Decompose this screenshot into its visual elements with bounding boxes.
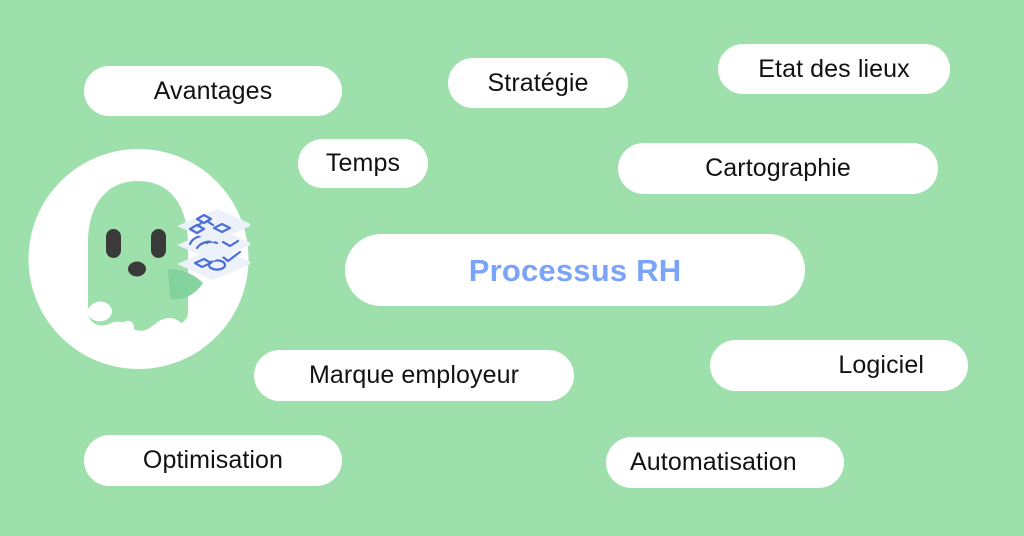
process-card-top [177, 209, 250, 242]
process-card-bottom [177, 247, 250, 280]
pill-label: Logiciel [838, 351, 924, 379]
pill-label: Marque employeur [308, 361, 520, 389]
pill-label: Automatisation [630, 448, 797, 476]
pill-label: Optimisation [142, 446, 284, 474]
pill-label: Temps [325, 149, 401, 177]
mascot-right-eye [151, 229, 166, 258]
pill-strategie[interactable]: Stratégie [448, 58, 628, 108]
pill-temps[interactable]: Temps [298, 139, 428, 188]
pill-cartographie[interactable]: Cartographie [618, 143, 938, 194]
pill-avantages[interactable]: Avantages [84, 66, 342, 116]
pill-optimisation[interactable]: Optimisation [84, 435, 342, 486]
pill-label: Cartographie [705, 154, 851, 182]
pill-processus-rh[interactable]: Processus RH [345, 234, 805, 306]
pill-automatisation[interactable]: Automatisation [606, 437, 844, 488]
pill-label: Avantages [153, 76, 273, 105]
mascot-left-eye [106, 229, 121, 258]
hero-label: Processus RH [468, 252, 682, 288]
pill-marque-employeur[interactable]: Marque employeur [254, 350, 574, 401]
mascot-body [88, 181, 188, 331]
mascot-blobs [87, 301, 184, 341]
pill-label: Stratégie [487, 68, 589, 97]
pill-etat-des-lieux[interactable]: Etat des lieux [718, 44, 950, 94]
mascot-arm [168, 269, 203, 300]
ghost-mascot-illustration [27, 149, 250, 369]
mascot-nose [128, 261, 146, 277]
pill-logiciel[interactable]: Logiciel [710, 340, 968, 391]
pill-label: Etat des lieux [758, 54, 910, 83]
